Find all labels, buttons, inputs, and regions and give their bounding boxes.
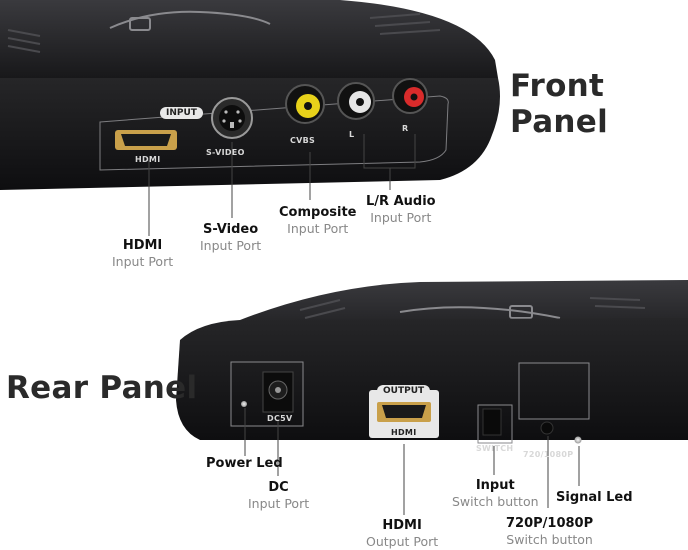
front-printed-hdmi: HDMI — [135, 155, 161, 164]
callout-sub: Input Port — [370, 210, 432, 225]
callout-name: S-Video — [202, 222, 259, 237]
callout-name: Power Led — [206, 456, 283, 471]
callout-rear-power-led: Power Led — [206, 456, 283, 472]
callout-sub: Input Port — [112, 254, 174, 269]
callout-name: L/R Audio — [366, 194, 436, 209]
rear-input-switch — [477, 404, 513, 444]
front-hdmi-port — [115, 130, 177, 150]
front-audio-left-port — [337, 82, 375, 120]
rear-power-led — [241, 401, 247, 407]
callout-front-hdmi: HDMI Input Port — [112, 238, 173, 270]
callout-name: Composite — [279, 205, 357, 220]
front-panel-heading: Front Panel — [510, 68, 609, 140]
front-audio-right-port — [392, 78, 428, 114]
callout-front-composite: Composite Input Port — [279, 205, 356, 237]
callout-sub: Output Port — [366, 534, 439, 549]
front-input-tag: INPUT — [160, 107, 203, 119]
callout-name: 720P/1080P — [506, 516, 594, 531]
front-leader-lines — [148, 134, 416, 236]
rear-printed-hdmi: HDMI — [391, 428, 417, 437]
callout-name: DC — [268, 480, 289, 495]
callout-front-svideo: S-Video Input Port — [200, 222, 261, 254]
callout-rear-signal-led: Signal Led — [556, 490, 633, 506]
callout-sub: Input Port — [200, 238, 262, 253]
rear-signal-led — [574, 436, 582, 444]
rear-output-tag: OUTPUT — [377, 385, 431, 397]
callout-rear-hdmi: HDMI Output Port — [366, 518, 438, 550]
front-printed-svideo: S-VIDEO — [206, 148, 245, 157]
callout-sub: Switch button — [506, 532, 593, 547]
callout-name: Signal Led — [556, 490, 633, 505]
rear-printed-switch: SWITCH — [476, 444, 514, 453]
callout-sub: Input Port — [248, 496, 310, 511]
callout-sub: Input Port — [287, 221, 349, 236]
rear-panel-heading: Rear Panel — [6, 370, 198, 406]
callout-front-audio: L/R Audio Input Port — [366, 194, 436, 226]
rear-resolution-switch — [540, 421, 554, 435]
callout-sub: Switch button — [452, 494, 539, 509]
rear-leader-lines — [244, 408, 580, 515]
front-composite-port — [285, 84, 325, 124]
front-printed-cvbs: CVBS — [290, 136, 316, 145]
callout-rear-dc: DC Input Port — [248, 480, 309, 512]
front-device — [0, 0, 500, 236]
rear-device — [176, 280, 688, 515]
rear-printed-res: 720/1080P — [523, 450, 574, 459]
callout-rear-res-switch: 720P/1080P Switch button — [506, 516, 593, 548]
rear-dc-port — [262, 371, 294, 413]
callout-name: HDMI — [382, 518, 422, 533]
callout-name: Input — [475, 478, 515, 493]
rear-printed-dc: DC5V — [267, 414, 293, 423]
callout-rear-input-switch: Input Switch button — [452, 478, 539, 510]
front-printed-r: R — [402, 124, 409, 133]
front-printed-l: L — [349, 130, 355, 139]
front-svideo-port — [211, 97, 253, 139]
callout-name: HDMI — [122, 238, 163, 253]
rear-hdmi-port — [369, 390, 439, 438]
